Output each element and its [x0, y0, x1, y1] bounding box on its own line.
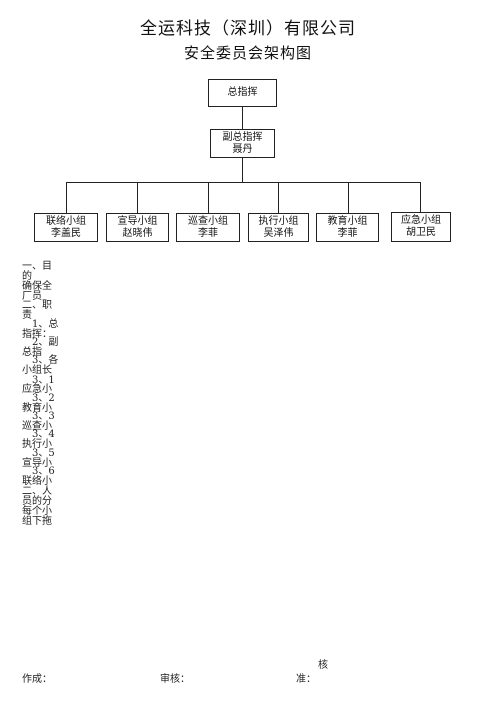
- note-line: 指挥：: [22, 329, 52, 340]
- drop-line: [66, 182, 67, 213]
- note-line: 3、2: [32, 393, 55, 404]
- approve-label: 准：: [296, 674, 316, 685]
- group-leader: 胡卫民: [406, 227, 436, 238]
- drop-line: [137, 182, 138, 213]
- group-leader: 吴泽伟: [263, 227, 294, 239]
- drop-line: [208, 182, 209, 213]
- note-line: 3、6: [32, 466, 55, 477]
- note-line: 3、1: [32, 375, 55, 386]
- group-name: 应急小组: [401, 215, 441, 226]
- group-name: 宣导小组: [117, 215, 158, 227]
- drop-line: [278, 182, 279, 213]
- group-leader: 李菲: [198, 227, 218, 239]
- note-line: 3、5: [32, 448, 55, 459]
- note-line: 3、4: [32, 429, 55, 440]
- note-line: 2、副: [32, 337, 59, 348]
- note-line: 执行小: [22, 439, 52, 450]
- group-box-promotion: 宣导小组 赵晓伟: [106, 213, 169, 242]
- note-line: 应急小: [22, 384, 52, 395]
- drop-line: [348, 182, 349, 213]
- note-line: 确保全: [22, 281, 52, 292]
- note-line: 厂员: [22, 291, 42, 302]
- note-line: 二、职: [22, 300, 52, 311]
- note-line: 组下拖: [22, 516, 52, 527]
- group-name: 教育小组: [327, 215, 368, 227]
- note-line: 3、3: [32, 411, 55, 422]
- note-line: 联络小: [22, 476, 52, 487]
- note-line: 1、总: [32, 319, 59, 330]
- group-box-emergency: 应急小组 胡卫民: [391, 212, 451, 242]
- note-line: 责: [22, 310, 32, 321]
- deputy-title: 副总指挥: [222, 131, 263, 143]
- note-line: 巡查小: [22, 421, 52, 432]
- branch-line: [66, 182, 420, 183]
- note-line: 员的分: [22, 496, 52, 507]
- group-leader: 李菲: [337, 227, 358, 239]
- group-name: 巡查小组: [188, 215, 228, 227]
- connector-line: [242, 158, 243, 182]
- group-box-liaison: 联络小组 李盖民: [34, 213, 98, 242]
- note-line: 每个小: [22, 506, 52, 517]
- group-leader: 赵晓伟: [122, 227, 153, 239]
- group-name: 执行小组: [258, 215, 299, 227]
- note-line: 小组长: [22, 365, 52, 376]
- commander-box: 总指挥: [208, 79, 277, 107]
- document-title: 全运科技（深圳）有限公司: [140, 19, 356, 39]
- made-by-label: 作成：: [22, 674, 52, 685]
- group-leader: 李盖民: [51, 227, 81, 239]
- reviewed-by-label: 审核：: [160, 674, 190, 685]
- note-line: 教育小: [22, 403, 52, 414]
- note-line: 的: [22, 271, 32, 282]
- chart-title: 安全委员会架构图: [183, 44, 312, 62]
- drop-line: [420, 182, 421, 212]
- note-line: 3、各: [32, 355, 59, 366]
- note-line: 总指: [22, 347, 42, 358]
- group-name: 联络小组: [46, 215, 86, 227]
- note-line: 二、人: [22, 486, 52, 497]
- group-box-education: 教育小组 李菲: [316, 213, 379, 242]
- deputy-box: 副总指挥 聂丹: [210, 129, 275, 158]
- group-box-execution: 执行小组 吴泽伟: [248, 213, 309, 242]
- connector-line: [242, 107, 243, 129]
- note-line: 宣导小: [22, 458, 52, 469]
- note-line: 一、目: [22, 261, 52, 272]
- group-box-patrol: 巡查小组 李菲: [176, 213, 240, 242]
- commander-label: 总指挥: [227, 87, 258, 98]
- approve-label-top: 核: [318, 660, 328, 671]
- deputy-name: 聂丹: [232, 143, 253, 155]
